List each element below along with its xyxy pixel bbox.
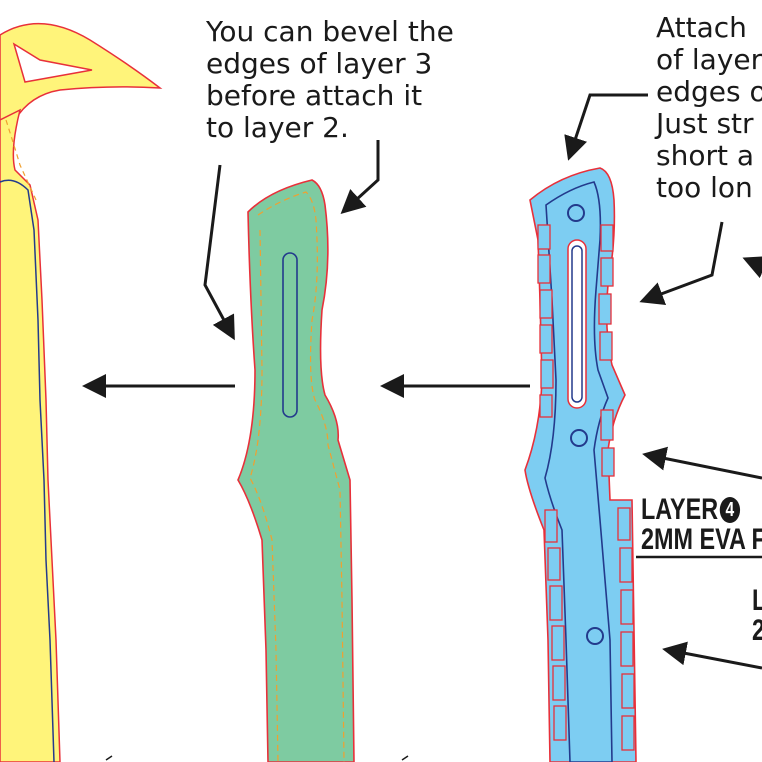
bevel-note-line-3: before attach it [206,79,423,112]
layer-1-dash [5,119,37,201]
layer-4-edge-strips [537,224,635,751]
layer-3-dash [257,191,345,762]
layer-5-label: L 2 [752,586,762,646]
attach-note-line-1: Attach [656,11,747,44]
layer-1-piece [0,22,163,762]
bevel-note-line-1: You can bevel the [206,15,454,48]
layer-3-body [237,179,355,762]
callout-arrow-attach-top [564,93,648,161]
callout-arrow-right-edge [742,256,762,279]
layer-3-slot [282,252,298,418]
bevel-note: You can bevel the edges of layer 3 befor… [206,16,454,144]
layer-5-label-line-1: L [752,586,762,616]
layer-4-word: LAYER [641,493,719,526]
layer-4-hole-1 [567,204,585,222]
layer-1-inner-outline [0,179,55,762]
attach-note-line-5: short a [656,139,755,172]
attach-note-line-2: of layer [656,43,762,76]
layer-4-number-badge: 4 [719,497,740,523]
attach-note-line-6: too lon [656,171,753,204]
layer-4-hole-3 [586,627,604,645]
callout-arrow-layer4 [642,446,762,480]
bottom-tick-left [105,755,113,761]
attach-note: Attach of layer edges o Just str short a… [656,12,762,204]
layer-3-piece [237,179,355,762]
callout-arrow-attach-mid [639,221,724,305]
layer-3-dash-left [249,229,279,762]
layer-4-material: 2MM EVA FO [641,523,762,556]
attach-note-line-4: Just str [656,107,754,140]
layer-1-body [0,108,61,762]
layer-5-label-line-2: 2 [752,616,762,646]
layer-1-top-hook [0,22,163,137]
attach-note-line-3: edges o [656,75,762,108]
bottom-tick-mid [401,755,409,761]
layer-4-slot-inner [571,245,583,403]
callout-arrow-bevel-left [203,164,235,341]
callout-arrow-layer5 [662,641,762,670]
bevel-note-line-2: edges of layer 3 [206,47,433,80]
layer-1-hook-hole [12,42,93,83]
layer-4-piece [524,167,637,762]
layer-4-hole-2 [570,429,588,447]
bevel-note-line-4: to layer 2. [206,111,349,144]
callout-arrow-bevel-right [340,140,380,215]
